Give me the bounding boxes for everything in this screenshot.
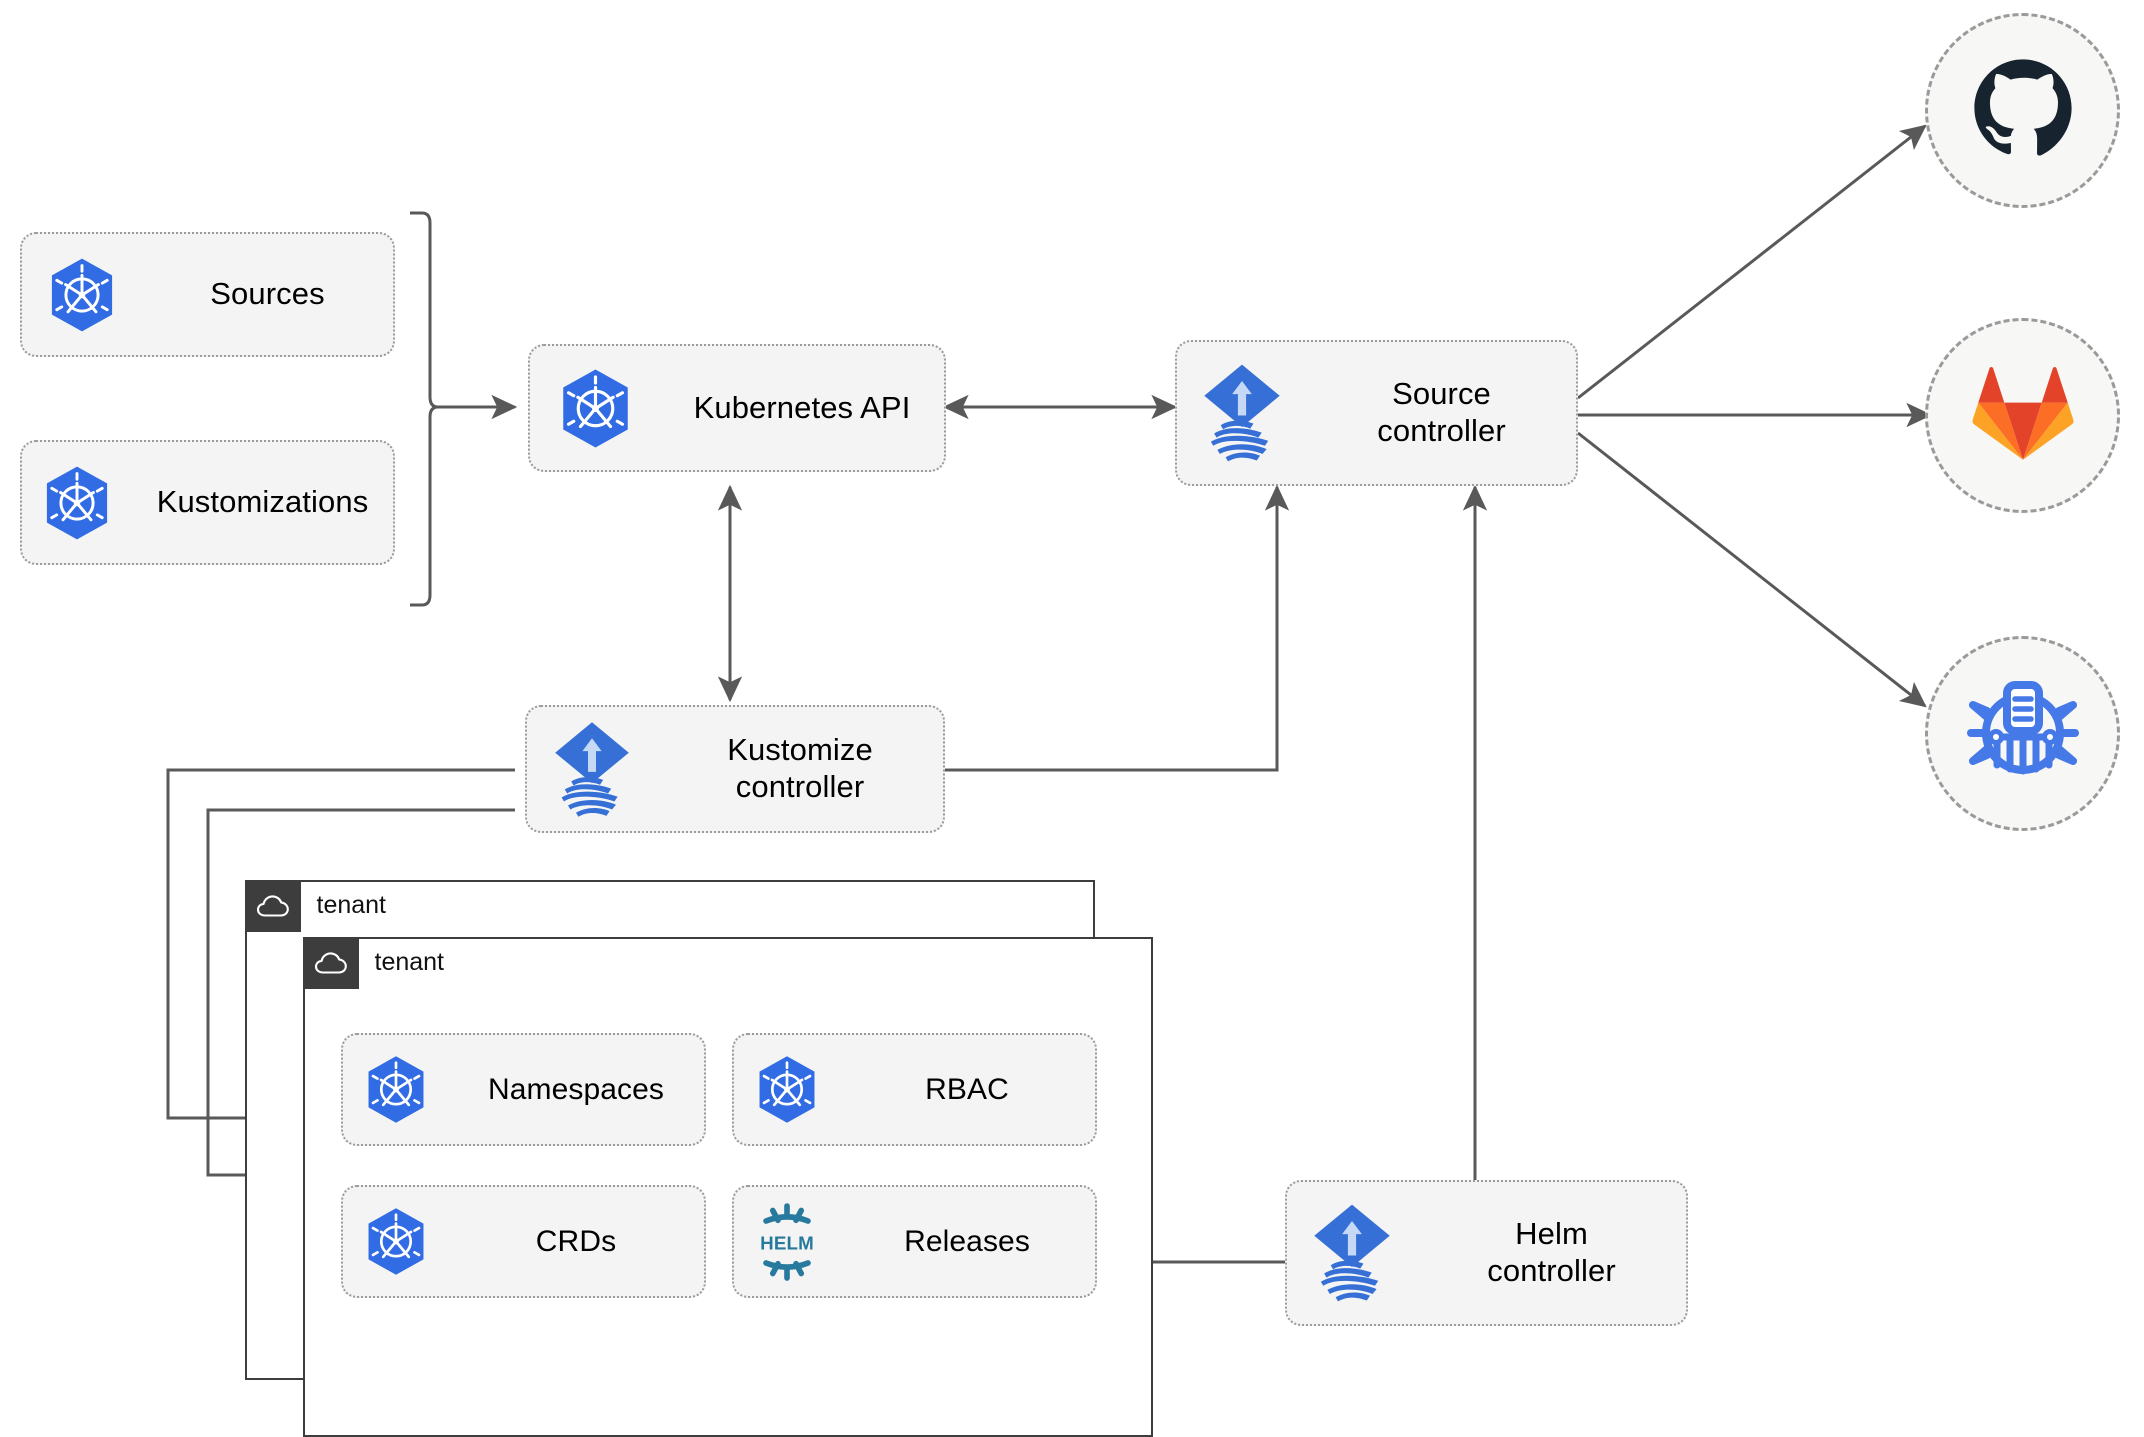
tenant-label: tenant [316,891,387,919]
gitlab-icon [1971,364,2075,467]
artifact-hub-icon [1966,677,2079,790]
flux-icon [527,719,657,820]
node-rbac[interactable]: RBAC [732,1033,1097,1146]
node-label: Sources [210,276,325,312]
node-label-line2: controller [735,769,865,804]
provider-github[interactable] [1925,13,2120,208]
node-label: RBAC [925,1072,1009,1106]
group-bracket [410,211,439,607]
node-label: CRDs [535,1224,617,1258]
kubernetes-icon [343,1207,448,1276]
tenant-label: tenant [374,948,445,976]
node-label-line1: Helm [1515,1216,1588,1252]
kubernetes-icon [734,1055,839,1124]
cloud-icon [302,936,359,989]
tenant-header-1: tenant [244,879,387,932]
node-sources[interactable]: Sources [20,232,395,357]
provider-gitlab[interactable] [1925,318,2120,513]
diagram-canvas: tenant tenant [20,13,2120,1437]
node-label-line1: Kustomize [727,732,873,768]
node-namespaces[interactable]: Namespaces [341,1033,706,1146]
kubernetes-icon [530,368,660,449]
node-label-line2: controller [1377,413,1506,448]
cloud-icon [244,879,301,932]
kubernetes-icon [22,257,142,333]
flux-icon [1177,361,1307,465]
edge-sourcectrl-to-github [1577,124,1927,400]
node-label-line2: controller [1487,1253,1616,1288]
edge-kustomizectrl-to-sourcectrl [945,484,1290,772]
provider-helm-charts[interactable] [1925,636,2120,831]
node-crds[interactable]: CRDs [341,1185,706,1298]
node-label: Kustomize controller [657,732,943,805]
svg-text:HELM: HELM [760,1232,814,1253]
github-icon [1969,54,2077,167]
tenant-header-2: tenant [302,936,445,989]
node-source-controller[interactable]: Source controller [1175,340,1578,486]
node-label: Releases [904,1224,1030,1258]
edge-sourcectrl-to-helmcharts [1577,431,1927,708]
node-label: Kubernetes API [693,389,911,425]
helm-icon: HELM [734,1202,839,1282]
flux-icon [1287,1201,1417,1305]
node-label: Source controller [1307,376,1576,449]
node-kustomize-controller[interactable]: Kustomize controller [525,705,945,833]
node-label: Helm controller [1417,1216,1686,1289]
node-kustomizations[interactable]: Kustomizations [20,440,395,565]
node-releases[interactable]: HELM Releases [732,1185,1097,1298]
kubernetes-icon [22,465,132,541]
node-helm-controller[interactable]: Helm controller [1285,1180,1688,1326]
node-kubernetes-api[interactable]: Kubernetes API [528,344,946,472]
node-label-line1: Source [1392,376,1491,412]
node-label: Kustomizations [156,484,369,520]
node-label: Namespaces [487,1072,665,1106]
kubernetes-icon [343,1055,448,1124]
